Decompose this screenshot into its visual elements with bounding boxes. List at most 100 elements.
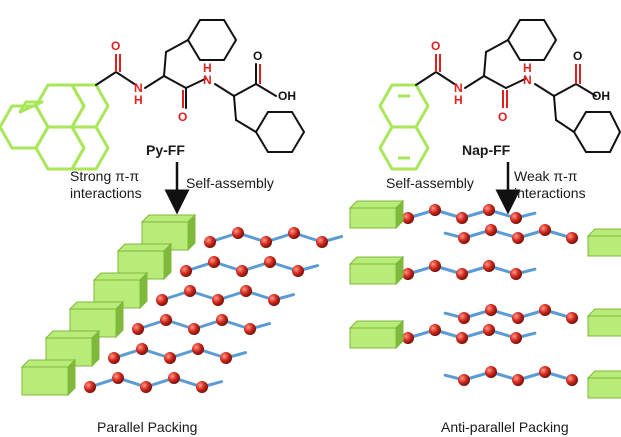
peptide-strand: [84, 372, 224, 393]
peptide-bead: [212, 294, 224, 306]
peptide-bead: [456, 268, 468, 280]
peptide-bead: [220, 352, 232, 364]
peptide-bead: [456, 332, 468, 344]
peptide-bead: [268, 294, 280, 306]
peptide-bead: [196, 381, 208, 393]
peptide-bead: [539, 366, 551, 378]
nitrogen-label: N: [523, 73, 532, 87]
anti-parallel-packing-caption: Anti-parallel Packing: [441, 419, 569, 435]
peptide-bead: [485, 224, 497, 236]
peptide-bead: [260, 236, 272, 248]
peptide-strand: [443, 366, 578, 386]
peptide-bead: [456, 212, 468, 224]
peptide-strand: [156, 285, 296, 306]
peptide-bead: [510, 332, 522, 344]
peptide-bead: [402, 332, 414, 344]
peptide-bead: [402, 268, 414, 280]
peptide-bead: [168, 372, 180, 384]
nitrogen-label: N: [454, 81, 463, 95]
peptide-bead: [458, 374, 470, 386]
peptide-bead: [164, 352, 176, 364]
right-interaction-label-line2: interactions: [514, 185, 586, 201]
oxygen-label: O: [573, 49, 582, 63]
peptide-strand: [108, 343, 248, 364]
right-interaction-label-line1: Weak π-π: [514, 168, 578, 184]
phenyl-ring-icon: [506, 19, 558, 61]
phenyl-ring-icon: [572, 111, 621, 153]
hydroxyl-label: OH: [278, 89, 296, 103]
peptide-bead: [288, 227, 300, 239]
molecule-name-py-ff: Py-FF: [146, 142, 185, 158]
peptide-bead: [429, 260, 441, 272]
hydrogen-label: H: [523, 61, 532, 75]
peptide-bead: [483, 324, 495, 336]
peptide-bead: [292, 265, 304, 277]
peptide-bead: [539, 304, 551, 316]
aromatic-block: [20, 358, 77, 397]
peptide-bead: [566, 232, 578, 244]
parallel-packing-schematic: [20, 213, 344, 397]
py-ff-molecule: O N H O N H O OH Py-FF: [0, 19, 306, 171]
peptide-bead: [136, 343, 148, 355]
peptide-bead: [512, 374, 524, 386]
aromatic-block: [586, 228, 621, 257]
peptide-strand: [443, 224, 578, 244]
peptide-bead: [458, 232, 470, 244]
nap-ff-molecule: O N H O N H O OH Nap-FF: [378, 19, 621, 171]
oxygen-label: O: [178, 110, 187, 124]
peptide-bead: [188, 323, 200, 335]
peptide-bead: [180, 265, 192, 277]
peptide-strand: [180, 256, 320, 277]
peptide-bead: [232, 227, 244, 239]
peptide-bead: [539, 224, 551, 236]
peptide-bead: [566, 374, 578, 386]
peptide-bead: [156, 294, 168, 306]
left-self-assembly-label: Self-assembly: [186, 175, 274, 191]
oxygen-label: O: [253, 49, 262, 63]
peptide-bead: [244, 323, 256, 335]
naphthalene-icon: [378, 83, 430, 171]
peptide-bead: [510, 212, 522, 224]
peptide-bead: [208, 256, 220, 268]
phenyl-ring-icon: [254, 111, 306, 153]
molecule-name-nap-ff: Nap-FF: [462, 142, 511, 158]
peptide-bead: [192, 343, 204, 355]
peptide-bead: [216, 314, 228, 326]
peptide-bead: [483, 260, 495, 272]
peptide-bead: [240, 285, 252, 297]
anti-parallel-packing-schematic: [348, 199, 621, 399]
peptide-bead: [132, 323, 144, 335]
oxygen-label: O: [111, 39, 120, 53]
parallel-packing-caption: Parallel Packing: [97, 419, 197, 435]
nitrogen-label: N: [134, 81, 143, 95]
peptide-bead: [112, 372, 124, 384]
oxygen-label: O: [431, 39, 440, 53]
peptide-bead: [483, 204, 495, 216]
phenyl-ring-icon: [186, 19, 238, 61]
hydrogen-label: H: [203, 61, 212, 75]
left-interaction-label-line2: interactions: [70, 185, 142, 201]
peptide-bead: [510, 268, 522, 280]
peptide-bead: [429, 204, 441, 216]
oxygen-label: O: [498, 110, 507, 124]
peptide-bead: [429, 324, 441, 336]
left-interaction-label-line1: Strong π-π: [70, 168, 139, 184]
aromatic-block: [348, 319, 405, 350]
aromatic-block: [586, 308, 621, 337]
hydroxyl-label: OH: [592, 89, 610, 103]
hydrogen-label: H: [454, 93, 463, 107]
peptide-bead: [402, 212, 414, 224]
peptide-strand: [204, 227, 344, 248]
peptide-bead: [485, 366, 497, 378]
aromatic-block: [586, 370, 621, 399]
aromatic-block: [348, 255, 405, 286]
right-self-assembly-label: Self-assembly: [386, 175, 474, 191]
peptide-bead: [512, 232, 524, 244]
peptide-bead: [160, 314, 172, 326]
peptide-bead: [264, 256, 276, 268]
peptide-bead: [84, 381, 96, 393]
peptide-strand: [443, 304, 578, 324]
peptide-bead: [512, 312, 524, 324]
peptide-bead: [204, 236, 216, 248]
